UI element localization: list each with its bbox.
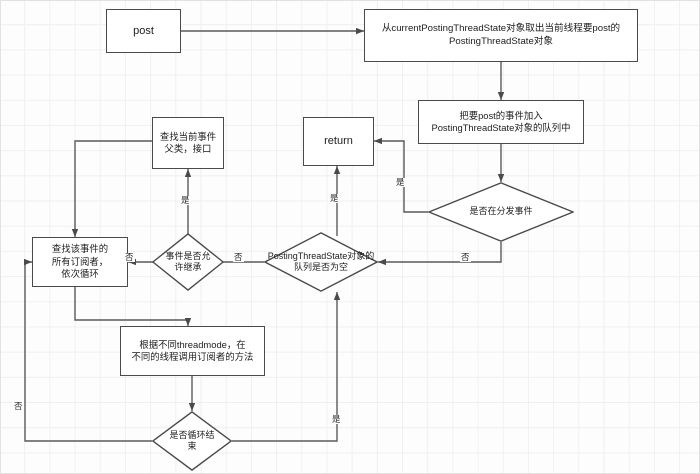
node-queue-empty[interactable]: PostingThreadState对象的 队列是否为空 [264, 232, 378, 292]
node-enqueue-label: 把要post的事件加入 PostingThreadState对象的队列中 [431, 109, 571, 133]
edge-isposting-to-queueempty [378, 242, 502, 266]
edge-label-queueempty-no: 否 [233, 252, 244, 262]
node-post-label: post [133, 24, 154, 37]
edge-label-loopend-yes: 是 [331, 414, 342, 424]
node-queue-empty-label: PostingThreadState对象的 队列是否为空 [267, 250, 375, 272]
node-find-super[interactable]: 查找当前事件 父类，接口 [152, 117, 224, 169]
node-loop-end[interactable]: 是否循环结 束 [152, 411, 232, 471]
node-return-label: return [324, 135, 353, 148]
node-enqueue[interactable]: 把要post的事件加入 PostingThreadState对象的队列中 [418, 100, 584, 144]
node-take-state[interactable]: 从currentPostingThreadState对象取出当前线程要post的… [364, 9, 638, 62]
edge-findsuper-to-findsubs [71, 140, 152, 237]
diamond-shape-is-posting [428, 182, 574, 242]
node-is-posting[interactable]: 是否在分发事件 [428, 182, 574, 242]
node-find-subs-label: 查找该事件的 所有订阅者， 依次循环 [51, 243, 109, 280]
diamond-shape-queue-empty [264, 232, 378, 292]
diamond-shape-loop-end [152, 411, 232, 471]
edge-label-queueempty-yes: 是 [329, 193, 340, 203]
node-inherit[interactable]: 事件是否允 许继承 [152, 233, 224, 291]
node-find-subs[interactable]: 查找该事件的 所有订阅者， 依次循环 [32, 237, 128, 287]
edge-label-isposting-yes: 是 [395, 177, 406, 187]
node-post[interactable]: post [106, 9, 181, 53]
edge-findsubs-to-threadmode [74, 287, 192, 326]
edge-label-loopend-no: 否 [13, 401, 24, 411]
node-take-state-label: 从currentPostingThreadState对象取出当前线程要post的… [381, 22, 621, 47]
diamond-shape-inherit [152, 233, 224, 291]
edge-label-inherit-no: 否 [124, 252, 135, 262]
node-inherit-label: 事件是否允 许继承 [165, 250, 211, 272]
node-loop-end-label: 是否循环结 束 [169, 429, 215, 451]
node-threadmode[interactable]: 根据不同threadmode，在 不同的线程调用订阅者的方法 [120, 326, 265, 376]
node-threadmode-label: 根据不同threadmode，在 不同的线程调用订阅者的方法 [131, 338, 254, 362]
edge-label-isposting-no: 否 [460, 252, 471, 262]
node-return[interactable]: return [303, 117, 374, 166]
edge-label-inherit-yes: 是 [180, 195, 191, 205]
node-find-super-label: 查找当前事件 父类，接口 [159, 130, 217, 154]
node-is-posting-label: 是否在分发事件 [469, 206, 533, 217]
